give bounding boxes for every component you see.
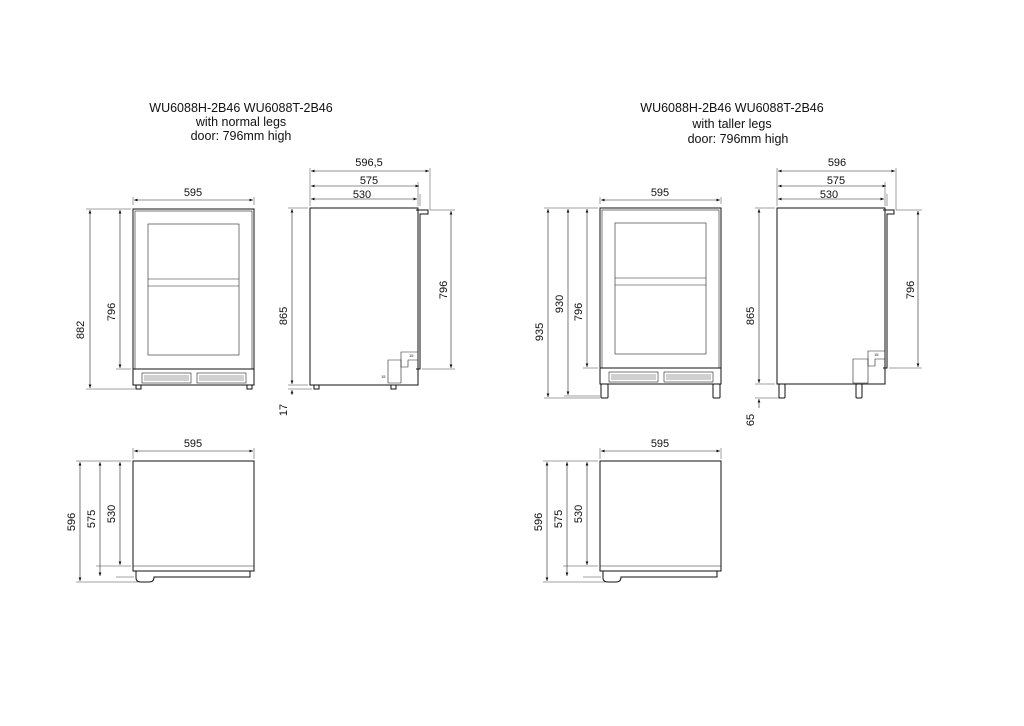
left-top-depth-575-label: 575 — [86, 510, 98, 528]
right-side-view: 15 596 575 530 865 65 — [745, 157, 922, 426]
left-front-width-label: 595 — [184, 187, 202, 199]
left-top-view: 595 596 575 530 — [66, 438, 255, 583]
right-side-depth-530-label: 530 — [820, 189, 838, 201]
left-title-model: WU6088H-2B46 WU6088T-2B46 — [149, 101, 332, 115]
right-top-view: 595 596 575 530 — [533, 438, 722, 583]
right-top-width-label: 595 — [651, 438, 669, 450]
right-top-cabinet — [599, 460, 722, 572]
right-title-door: door: 796mm high — [688, 132, 789, 146]
left-top-width-label: 595 — [184, 438, 202, 450]
right-side-height-door-label: 796 — [905, 281, 917, 299]
right-top-depth-530-label: 530 — [573, 505, 585, 523]
left-front-vent — [141, 372, 247, 384]
right-side-height-legs-label: 65 — [745, 414, 757, 426]
left-front-door — [134, 210, 253, 370]
right-top-depth-575-label: 575 — [553, 510, 565, 528]
left-side-small-b: 15 — [381, 374, 386, 379]
right-front-width-label: 595 — [651, 187, 669, 199]
right-front-cabinet — [599, 207, 722, 385]
left-front-cabinet — [132, 208, 255, 386]
right-side-small-a: 15 — [874, 352, 879, 357]
right-front-height-body-label: 930 — [554, 295, 566, 313]
right-front-door — [601, 209, 720, 369]
right-title-model: WU6088H-2B46 WU6088T-2B46 — [640, 101, 823, 115]
right-side-depth-575-label: 575 — [827, 175, 845, 187]
right-side-cabinet — [776, 207, 886, 385]
right-side-door — [883, 209, 895, 369]
left-side-door — [416, 209, 429, 370]
left-side-view: 15 15 596,5 575 530 865 17 — [278, 157, 455, 416]
left-front-height-door-label: 796 — [106, 303, 118, 321]
left-title-legs: with normal legs — [195, 115, 286, 129]
left-side-depth-530-label: 530 — [353, 189, 371, 201]
left-side-height-body-label: 865 — [278, 307, 290, 325]
left-front-glass — [147, 223, 240, 356]
right-title-legs: with taller legs — [691, 117, 771, 131]
left-top-cabinet — [132, 460, 255, 572]
right-front-height-door-label: 796 — [573, 303, 585, 321]
left-top-depth-596-label: 596 — [66, 513, 78, 531]
left-side-depth-total-label: 596,5 — [355, 157, 383, 169]
left-top-depth-530-label: 530 — [106, 505, 118, 523]
right-front-vent — [608, 371, 714, 383]
right-front-glass — [614, 222, 707, 355]
left-front-view: 595 882 796 — [75, 187, 255, 390]
right-variant-taller-legs: WU6088H-2B46 WU6088T-2B46 with taller le… — [533, 101, 922, 583]
left-side-small-a: 15 — [409, 353, 414, 358]
left-variant-normal-legs: WU6088H-2B46 WU6088T-2B46 with normal le… — [66, 101, 455, 583]
left-side-height-legs-label: 17 — [278, 404, 290, 416]
left-side-depth-575-label: 575 — [360, 175, 378, 187]
left-side-height-door-label: 796 — [438, 281, 450, 299]
right-side-depth-total-label: 596 — [828, 157, 846, 169]
left-title-door: door: 796mm high — [191, 129, 292, 143]
left-front-height-total-label: 882 — [75, 321, 87, 339]
right-front-view: 595 935 930 796 — [534, 187, 722, 399]
right-top-depth-596-label: 596 — [533, 513, 545, 531]
right-front-height-total-label: 935 — [534, 323, 546, 341]
left-side-cabinet — [309, 207, 419, 386]
right-side-height-body-label: 865 — [745, 307, 757, 325]
